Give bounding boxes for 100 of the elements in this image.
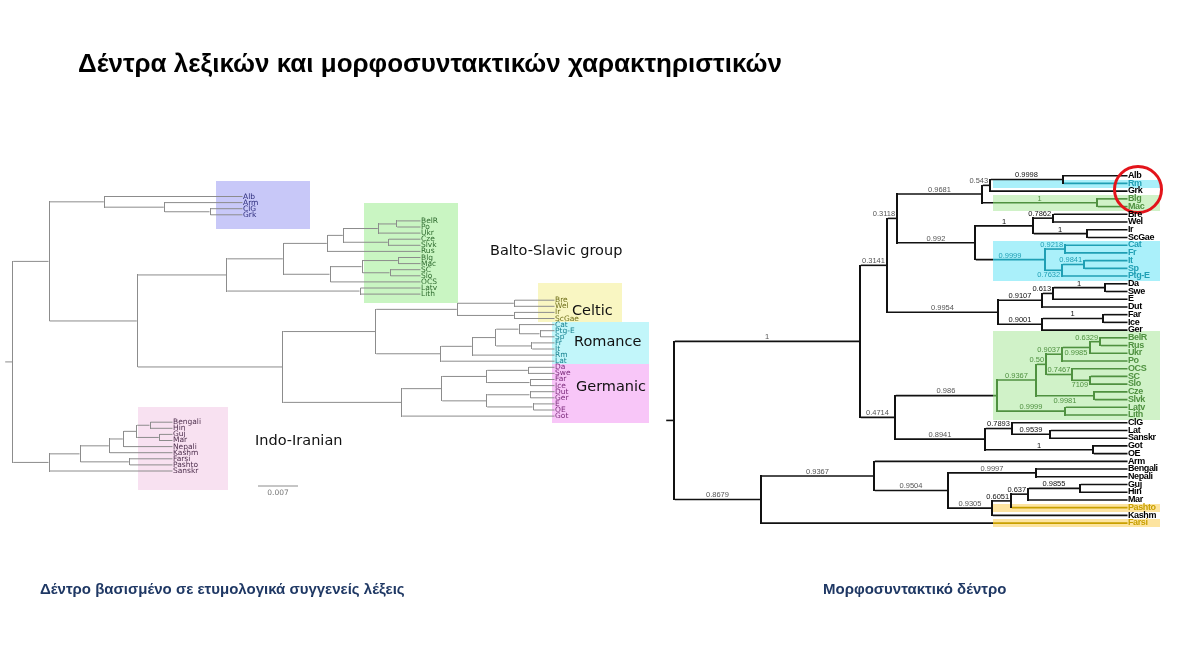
tree-branch [1028, 499, 1129, 501]
tree-branch [860, 264, 887, 267]
tree-branch [1094, 391, 1129, 393]
tree-branch [360, 293, 421, 295]
taxon-label: Arm [1128, 457, 1145, 466]
tree-branch [540, 330, 555, 332]
tree-branch [1012, 421, 1129, 424]
tree-branch [1042, 317, 1103, 320]
tree-branch [1065, 252, 1129, 254]
tree-branch [441, 375, 487, 377]
tree-branch [1090, 383, 1129, 385]
tree-branch [1072, 367, 1129, 370]
taxon-label: Rus [1128, 341, 1144, 350]
tree-branch [1090, 352, 1129, 355]
tree-branch [948, 507, 992, 509]
tree-branch [378, 223, 397, 225]
tree-branch [283, 273, 330, 275]
tree-branch [1033, 232, 1087, 235]
tree-branch [375, 353, 441, 355]
tree-branch [49, 201, 105, 203]
taxon-label: Slvk [1128, 395, 1145, 404]
tree-branch [109, 452, 173, 454]
tree-branch [990, 190, 1129, 192]
tree-branch [1042, 329, 1129, 331]
tree-branch [1011, 493, 1028, 495]
tree-branch [49, 453, 80, 455]
tree-branch [761, 522, 1129, 524]
tree-branch [1100, 337, 1129, 339]
taxon-label: Cze [1128, 388, 1143, 396]
taxon-label: Dut [1128, 303, 1142, 311]
tree-branch [210, 214, 243, 216]
taxon-label: Ir [1128, 225, 1134, 234]
tree-branch [104, 196, 243, 197]
taxon-label: E [1128, 295, 1134, 303]
tree-branch [998, 323, 1042, 326]
taxon-label: OCS [1128, 364, 1147, 373]
highlight-band [993, 519, 1160, 528]
tree-branch [457, 302, 515, 304]
tree-branch [1046, 373, 1072, 376]
tree-branch [378, 232, 421, 234]
tree-branch [1065, 244, 1129, 246]
tree-branch [990, 178, 1063, 181]
highlight-box [538, 283, 622, 322]
tree-branch [982, 201, 1097, 204]
tree-branch [1036, 468, 1129, 470]
tree-branch [992, 500, 1011, 502]
tree-branch [159, 433, 173, 435]
tree-branch [123, 446, 173, 448]
tree-branch [12, 260, 49, 262]
tree-branch [1105, 290, 1129, 293]
tree-branch [1053, 221, 1129, 223]
tree-branch [514, 311, 555, 313]
tree-branch [136, 424, 150, 426]
tree-branch [150, 427, 173, 429]
tree-branch [150, 421, 173, 423]
tree-branch [327, 234, 344, 236]
tree-branch [1084, 259, 1129, 262]
tree-branch [985, 427, 1012, 430]
tree-branch [164, 211, 210, 213]
tree-branch [495, 345, 532, 347]
taxon-label: Swe [1128, 287, 1145, 296]
taxon-label: Got [1128, 442, 1143, 450]
tree-branch [398, 263, 421, 265]
taxon-label: Ger [1128, 326, 1143, 334]
tree-branch [1063, 174, 1129, 177]
tree-branch [398, 257, 421, 258]
group-label: Indo-Iranian [255, 431, 343, 449]
tree-branch [533, 409, 555, 411]
tree-branch [1033, 217, 1053, 219]
tree-branch [519, 333, 540, 335]
tree-branch [80, 461, 130, 463]
tree-branch [1093, 452, 1129, 455]
tree-branch [49, 320, 138, 322]
tree-branch [136, 436, 160, 438]
taxon-label: Wel [1128, 218, 1143, 226]
tree-branch [992, 514, 1129, 517]
tree-branch [530, 385, 555, 387]
tree-branch [375, 308, 458, 310]
tree-branch [1062, 346, 1090, 349]
taxon-label: Alb [1128, 171, 1142, 180]
tree-branch [440, 345, 473, 347]
tree-branch [226, 258, 284, 260]
group-label: Romance [574, 333, 642, 351]
taxon-label: Kashm [1128, 511, 1156, 520]
tree-branch [530, 391, 555, 393]
tree-branch [1103, 321, 1129, 324]
tree-branch [531, 348, 555, 350]
tree-branch [874, 460, 1129, 463]
tree-branch [129, 458, 173, 460]
tree-caption: Μορφοσυντακτικό δέντρο [823, 580, 1007, 598]
taxon-label: Po [1128, 357, 1139, 365]
tree-branch [674, 498, 761, 501]
tree-branch [210, 208, 243, 210]
tree-branch [998, 299, 1042, 301]
taxon-label: Farsi [1128, 519, 1148, 527]
tree-branch [330, 281, 421, 283]
tree-branch [1053, 213, 1129, 216]
tree-branch [109, 438, 124, 440]
tree-branch [282, 401, 402, 403]
taxon-label: Rm [1128, 179, 1142, 188]
